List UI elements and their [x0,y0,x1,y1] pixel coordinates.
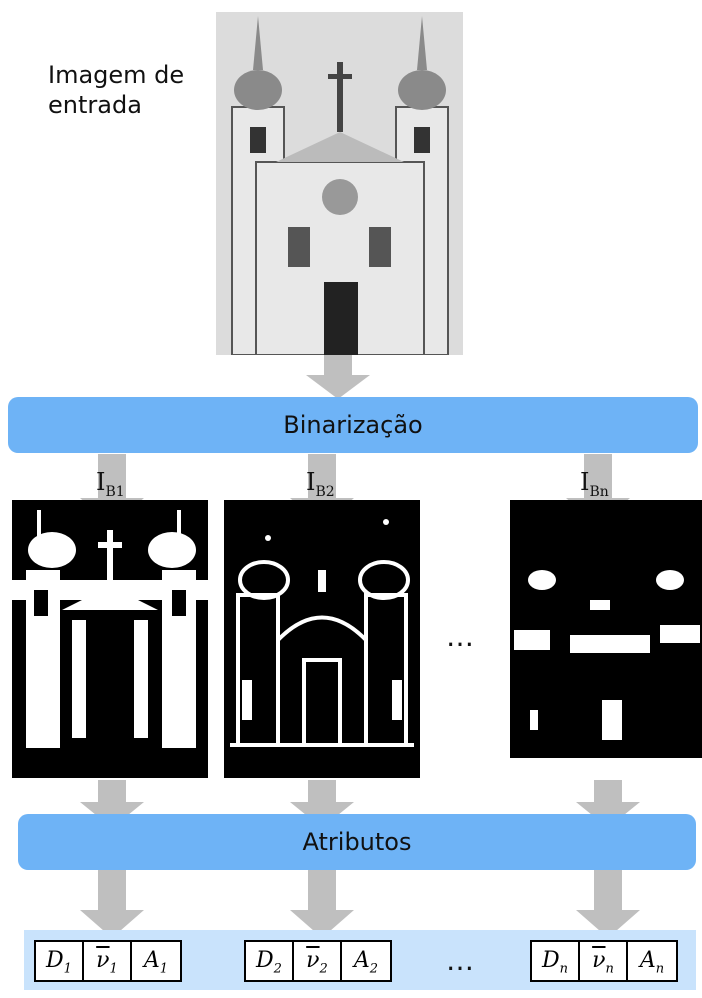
binary-church-icon [12,510,208,778]
feature-vector-1: D1 ν1 A1 [34,940,182,982]
feature-d: D2 [246,942,294,980]
input-image-label: Imagem de entrada [48,60,184,120]
feature-a: A1 [143,948,169,977]
arrow-down-icon [80,870,144,938]
ellipsis: … [446,944,476,977]
feature-d: D1 [36,942,84,980]
binary-image-n [510,500,702,778]
feature-a: A2 [353,948,379,977]
binarization-stage: Binarização [8,397,698,453]
ellipsis: … [446,620,476,653]
binary-image-label: IB2 [306,468,335,500]
feature-a: An [639,948,665,977]
input-image [216,12,463,356]
arrow-down-icon [80,780,144,828]
binary-image-label: IBn [580,468,609,500]
arrow-down-icon [576,870,640,938]
binary-church-icon [230,519,414,747]
binary-image-2 [224,500,420,778]
input-label-line1: Imagem de [48,61,185,89]
arrow-down-icon [290,870,354,938]
arrow-down-icon [306,355,370,399]
feature-v: ν2 [294,942,342,980]
feature-v: νn [580,942,628,980]
binary-image-label: IB1 [96,468,125,500]
feature-vector-n: Dn νn An [530,940,678,982]
arrow-down-icon [290,780,354,828]
attributes-stage: Atributos [18,814,696,870]
arrow-down-icon [576,780,640,828]
feature-v: ν1 [84,942,132,980]
input-label-line2: entrada [48,91,142,119]
church-photo-icon [216,12,463,356]
binary-image-1 [12,500,208,778]
feature-d: Dn [532,942,580,980]
binary-church-icon [510,570,702,778]
feature-vector-2: D2 ν2 A2 [244,940,392,982]
